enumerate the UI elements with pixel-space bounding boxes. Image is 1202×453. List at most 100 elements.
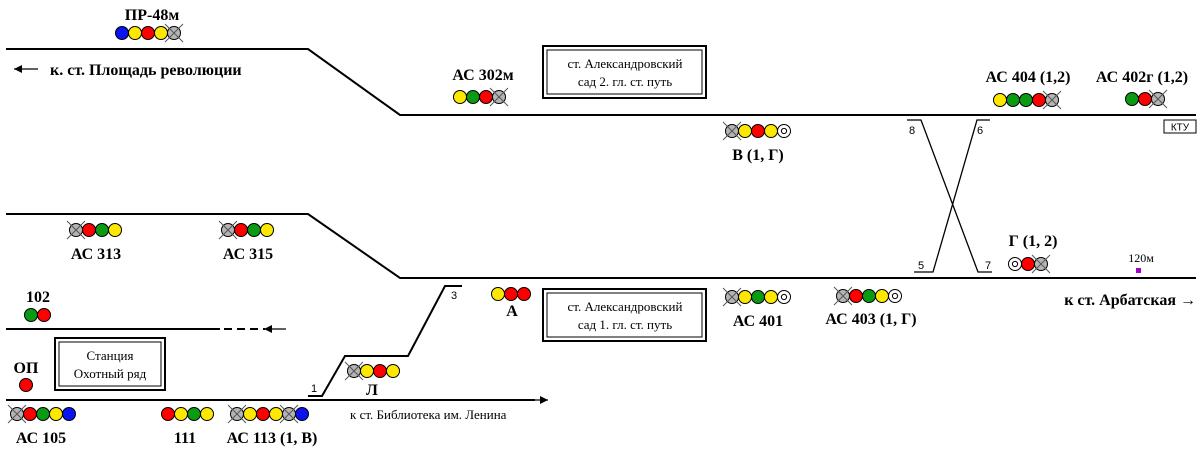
arrow-right-biblioteka-head (540, 396, 548, 404)
switch-3: 3 (451, 290, 457, 302)
lamp-yellow (154, 26, 168, 40)
signal-label: Г (1, 2) (1009, 233, 1058, 250)
lamp-red (504, 287, 518, 301)
arrow-left-102-head (264, 325, 272, 333)
lamp-cross-mark (7, 404, 27, 424)
lamp-green (862, 289, 876, 303)
lamp-yellow (764, 290, 778, 304)
lamp-cross-mark (722, 287, 742, 307)
lamp-cross-mark (1148, 89, 1168, 109)
switch-6: 6 (977, 125, 983, 137)
lamp-yellow (200, 407, 214, 421)
lamp-red (256, 407, 270, 421)
signal-label: АС 403 (1, Г) (825, 311, 916, 328)
lamp-blue (115, 26, 129, 40)
box-track-1-line2: сад 1. гл. ст. путь (578, 317, 672, 332)
lamp-green (1019, 93, 1033, 107)
lamp-yellow (260, 223, 274, 237)
switch-1: 1 (311, 383, 317, 395)
lamp-blue (295, 407, 309, 421)
signal-label: АС 401 (733, 313, 783, 330)
signal-label: А (506, 303, 518, 320)
lamp-red (82, 223, 96, 237)
lamp-cross-mark (722, 121, 742, 141)
lamp-red (751, 124, 765, 138)
ktu-marker: КТУ (1163, 119, 1197, 134)
signal-label: АС 302м (452, 67, 513, 84)
lamp-yellow (453, 90, 467, 104)
lamp-ring (888, 289, 902, 303)
lamp-green (95, 223, 109, 237)
signal-оп: ОП (14, 360, 39, 392)
signal-ас-105: АС 105 (7, 404, 76, 447)
connector-track-1-3 (308, 285, 462, 397)
lamp-red (19, 378, 33, 392)
lamp-blue (62, 407, 76, 421)
lamp-cross-mark (1042, 90, 1062, 110)
lamp-yellow (269, 407, 283, 421)
lamp-ring-inner (780, 293, 788, 301)
lamp-green (187, 407, 201, 421)
lamp-ring (777, 290, 791, 304)
lamp-green (24, 308, 38, 322)
lamp-red (1021, 257, 1035, 271)
lamp-yellow (360, 364, 374, 378)
lamp-yellow (49, 407, 63, 421)
signal-г-1-2: Г (1, 2) (1008, 233, 1058, 274)
signal-102: 102 (24, 289, 51, 322)
lamp-green (1125, 92, 1139, 106)
signal-label: АС 315 (223, 246, 273, 263)
signal-ас-402г-1-2: АС 402г (1,2) (1096, 69, 1188, 109)
lamp-green (247, 223, 261, 237)
tracks (6, 48, 1196, 401)
switch-5: 5 (918, 260, 924, 272)
lamp-yellow (738, 124, 752, 138)
lamp-cross-mark (344, 361, 364, 381)
signal-ас-403-1-г: АС 403 (1, Г) (825, 286, 917, 328)
marker-120m-dot (1136, 268, 1141, 273)
signal-label: АС 313 (71, 246, 121, 263)
lamp-red (234, 223, 248, 237)
signal-label: ОП (14, 360, 39, 377)
lamp-red (479, 90, 493, 104)
lamp-yellow (993, 93, 1007, 107)
lamp-yellow (491, 287, 505, 301)
signal-в-1-г: В (1, Г) (722, 121, 791, 164)
lamp-red (141, 26, 155, 40)
lamp-red (373, 364, 387, 378)
lamp-yellow (243, 407, 257, 421)
signal-label: АС 105 (16, 430, 66, 447)
signal-label: Л (366, 382, 378, 399)
crossover-8-7 (907, 119, 992, 273)
signal-а: А (491, 287, 531, 320)
lamp-yellow (738, 290, 752, 304)
arrows (14, 65, 548, 404)
lamp-green (466, 90, 480, 104)
switch-8: 8 (909, 125, 915, 137)
arrow-left-ploshchad-head (14, 65, 22, 73)
lamp-red (1032, 93, 1046, 107)
signal-label: 111 (174, 430, 196, 447)
track-2-main (6, 48, 1196, 116)
lamp-ring-inner (780, 127, 788, 135)
box-track-1-line1: ст. Александровский (568, 299, 683, 314)
box-track-2-line1: ст. Александровский (568, 56, 683, 71)
signal-ас-315: АС 315 (218, 220, 274, 263)
signal-пр-48м: ПР-48м (115, 7, 184, 43)
lamp-yellow (108, 223, 122, 237)
signal-label: АС 402г (1,2) (1096, 69, 1188, 86)
track-1-main (6, 213, 1196, 279)
signal-label: В (1, Г) (732, 147, 784, 164)
lamp-cross-mark (279, 404, 299, 424)
marker-120m-label: 120м (1128, 251, 1154, 265)
signal-ас-113-1-в: АС 113 (1, В) (227, 404, 317, 447)
lamp-cross-mark (833, 286, 853, 306)
box-station: Станция Охотный ряд (54, 337, 166, 391)
signal-label: 102 (26, 289, 50, 306)
signal-л: Л (344, 361, 400, 399)
lamp-ring (777, 124, 791, 138)
direction-biblioteka: к ст. Библиотека им. Ленина (350, 407, 507, 422)
lamp-cross-mark (489, 87, 509, 107)
ktu-label: КТУ (1171, 123, 1190, 134)
